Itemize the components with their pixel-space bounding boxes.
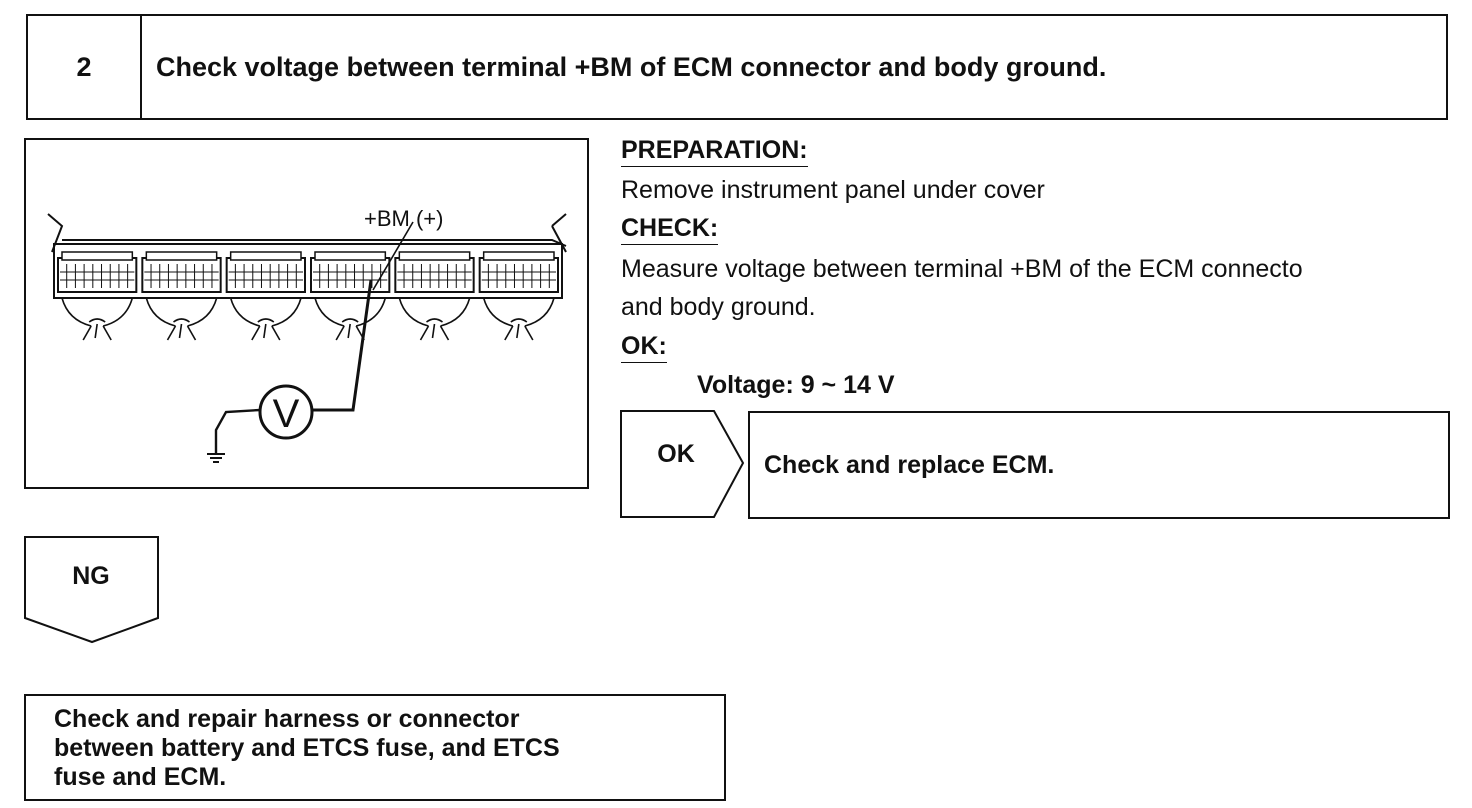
check-heading: CHECK: bbox=[621, 214, 719, 245]
step-number: 2 bbox=[28, 16, 142, 118]
wire-bundle bbox=[398, 297, 471, 341]
ok-branch-label: OK bbox=[657, 440, 695, 468]
wire-bundle bbox=[61, 297, 134, 341]
ecm-connector bbox=[57, 251, 138, 293]
ecm-connector-diagram: V +BM (+) bbox=[24, 138, 589, 489]
terminal-leader-line bbox=[372, 221, 414, 291]
check-text-line-2: and body ground. bbox=[621, 293, 816, 321]
ng-branch-label: NG bbox=[72, 562, 110, 590]
voltmeter-symbol: V bbox=[273, 392, 300, 436]
step-title: Check voltage between terminal +BM of EC… bbox=[156, 51, 1107, 82]
wire-bundle bbox=[482, 297, 555, 341]
ng-result-line: Check and repair harness or connector bbox=[54, 705, 520, 733]
body-ground-icon bbox=[207, 453, 225, 463]
ng-result-box: Check and repair harness or connector be… bbox=[24, 694, 726, 801]
voltmeter-icon bbox=[258, 384, 314, 440]
ecm-connector bbox=[478, 251, 559, 293]
ng-result-line: fuse and ECM. bbox=[54, 763, 227, 791]
wire-bundle bbox=[314, 297, 387, 341]
ecm-connector bbox=[394, 251, 475, 293]
ng-result-line: between battery and ETCS fuse, and ETCS bbox=[54, 734, 560, 762]
probe-wire bbox=[312, 279, 373, 412]
voltage-spec: Voltage: 9 ~ 14 V bbox=[697, 371, 895, 399]
ecm-connector bbox=[310, 251, 391, 293]
preparation-text: Remove instrument panel under cover bbox=[621, 176, 1045, 204]
ground-wire bbox=[214, 408, 261, 454]
ng-branch-flag bbox=[24, 536, 159, 644]
ecm-connector bbox=[141, 251, 222, 293]
ok-result-box: Check and replace ECM. bbox=[748, 411, 1450, 519]
ecm-connector-illustration: V +BM (+) bbox=[47, 206, 567, 463]
wire-bundle bbox=[229, 297, 302, 341]
preparation-heading: PREPARATION: bbox=[621, 136, 808, 167]
ok-heading: OK: bbox=[621, 332, 667, 363]
step-header: 2 Check voltage between terminal +BM of … bbox=[26, 14, 1448, 120]
ok-branch-flag bbox=[620, 410, 745, 518]
wire-bundle bbox=[145, 297, 218, 341]
terminal-label: +BM (+) bbox=[364, 206, 443, 231]
check-text-line-1: Measure voltage between terminal +BM of … bbox=[621, 255, 1303, 283]
ecm-connector bbox=[225, 251, 307, 293]
